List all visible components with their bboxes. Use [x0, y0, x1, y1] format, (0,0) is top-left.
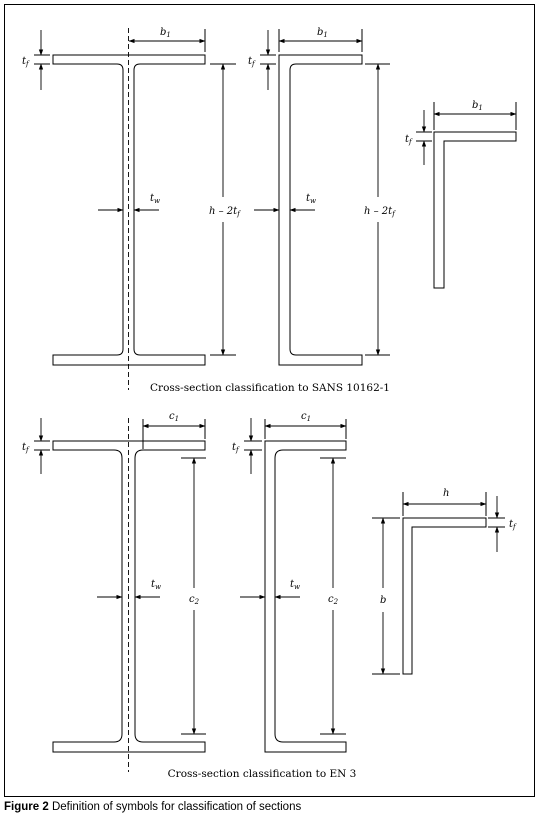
label-tw: tw: [150, 193, 160, 205]
label-h-2tf: h – 2tf: [364, 206, 396, 218]
figure-frame: [4, 4, 535, 797]
label-c1: c1: [301, 411, 311, 423]
label-tw: tw: [290, 579, 300, 591]
i-section-outline: [52, 54, 206, 366]
caption-sans: Cross-section classification to SANS 101…: [150, 382, 390, 394]
angle-outline: [433, 131, 517, 289]
label-tf: tf: [405, 134, 413, 146]
angle-outline: [402, 517, 487, 675]
channel-outline: [278, 54, 363, 366]
label-b1: b1: [160, 27, 171, 39]
label-tf: tf: [509, 519, 517, 531]
label-b1: b1: [317, 27, 328, 39]
label-tf: tf: [22, 56, 30, 68]
sans-i-section: b1 tf tw h – 2tf: [22, 27, 241, 390]
label-c1: c1: [169, 411, 179, 423]
label-b: b: [380, 595, 386, 606]
figure-number: Figure 2: [4, 801, 49, 813]
en3-channel-section: c1 tf tw c2: [232, 411, 347, 753]
label-tf: tf: [248, 56, 256, 68]
sans-angle-section: b1 tf: [405, 100, 517, 289]
label-tf: tf: [232, 442, 240, 454]
label-c2: c2: [328, 594, 339, 606]
en3-i-section: c1 tf tw c2: [22, 411, 206, 772]
figure-title: Definition of symbols for classification…: [51, 801, 302, 813]
en3-angle-section: h b tf: [372, 488, 517, 675]
caption-en3: Cross-section classification to EN 3: [168, 768, 357, 780]
label-tw: tw: [306, 193, 316, 205]
label-tf: tf: [22, 442, 30, 454]
i-section-outline: [52, 440, 206, 753]
label-h-2tf: h – 2tf: [209, 206, 241, 218]
figure-caption: Figure 2 Definition of symbols for class…: [4, 801, 301, 813]
label-c2: c2: [189, 594, 200, 606]
sans-channel-section: b1 tf tw h – 2tf: [248, 27, 396, 366]
label-h: h: [443, 488, 449, 499]
label-b1: b1: [472, 100, 483, 112]
channel-outline: [264, 440, 347, 753]
label-tw: tw: [151, 579, 161, 591]
